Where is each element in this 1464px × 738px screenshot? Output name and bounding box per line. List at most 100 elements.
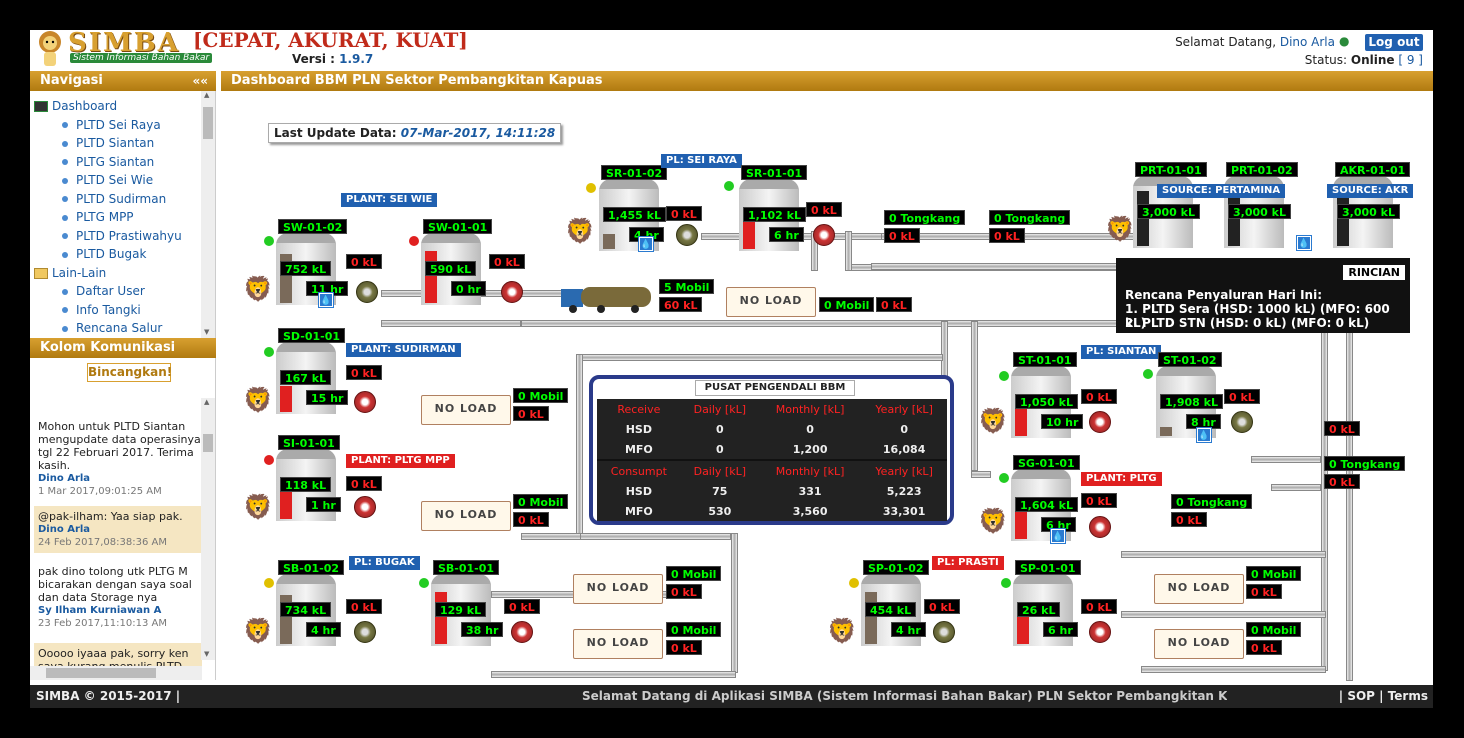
tank-name-label: ST-01-02 (1158, 352, 1222, 367)
nav-item-label: Rencana Salur (76, 321, 163, 335)
bullet-icon (62, 196, 68, 202)
bincangkan-button[interactable]: Bincangkan! (87, 363, 172, 382)
last-update: Last Update Data: 07-Mar-2017, 14:11:28 (268, 123, 562, 143)
logout-button[interactable]: Log out (1365, 34, 1423, 51)
tank-hours: 4 hr (306, 622, 341, 637)
nav-item[interactable]: Info Tangki (34, 301, 202, 320)
nav-item[interactable]: Rencana Salur (34, 319, 202, 338)
plant-label: PLANT: SEI WIE (341, 193, 438, 207)
pump-icon[interactable] (933, 621, 955, 643)
pump-icon[interactable] (356, 281, 378, 303)
user-name-link[interactable]: Dino Arla (1279, 35, 1335, 49)
nav-item[interactable]: PLTG Siantan (34, 153, 202, 172)
nav-item-label: Lain-Lain (52, 265, 107, 280)
komunikasi-scrollbar[interactable]: ▲▼ (201, 398, 215, 660)
nav-item-label: Daftar User (76, 284, 145, 298)
water-drop-icon: 💧 (638, 236, 654, 252)
nav-item[interactable]: Lain-Lain (34, 264, 202, 283)
status-count: [ 9 ] (1398, 53, 1423, 67)
pump-icon[interactable] (511, 621, 533, 643)
nav-item-label: Dashboard (52, 99, 118, 113)
pusat-consumpt-label: Consumpt (610, 464, 667, 478)
nav-item[interactable]: PLTG MPP (34, 208, 202, 227)
footer-marquee: Selamat Datang di Aplikasi SIMBA (Sistem… (582, 689, 1227, 703)
tank-name-label: PRT-01-01 (1135, 162, 1207, 177)
tank-volume: 1,102 kL (743, 207, 806, 222)
tank-name-label: SR-01-01 (741, 165, 808, 180)
status-red-indicator (409, 236, 419, 246)
rincian-button[interactable]: RINCIAN (1343, 265, 1405, 280)
nav-scrollbar[interactable]: ▲▼ (201, 91, 215, 338)
pump-icon[interactable] (1231, 411, 1253, 433)
pump-icon[interactable] (501, 281, 523, 303)
bullet-icon (62, 177, 68, 184)
komunikasi-hscrollbar[interactable] (30, 666, 202, 680)
pump-icon[interactable] (1089, 621, 1111, 643)
pipe (521, 533, 581, 540)
footer-links[interactable]: | SOP | Terms (1338, 689, 1428, 703)
nav-item[interactable]: Dashboard (34, 97, 202, 116)
pump-icon[interactable] (676, 224, 698, 246)
no-load-truck-slot: NO LOAD (573, 574, 663, 604)
mobil-kl: 0 kL (513, 512, 549, 527)
pipe (1141, 666, 1326, 673)
tank-name-label: ST-01-01 (1013, 352, 1077, 367)
chat-author[interactable]: Dino Arla (38, 473, 91, 484)
flow-value: 0 kL (666, 206, 702, 221)
chat-author[interactable]: Sy Ilham Kurniawan A (38, 605, 162, 616)
tank-level-fill (1015, 510, 1027, 539)
status-green-indicator (999, 371, 1009, 381)
nav-item[interactable]: PLTD Bugak (34, 245, 202, 264)
nav-item[interactable]: PLTD Prastiwahyu (34, 227, 202, 246)
nav-item-label: PLTD Siantan (76, 136, 155, 150)
tank-hours: 8 hr (1186, 414, 1221, 429)
pusat-col-daily: Daily [kL] (693, 464, 747, 478)
nav-item[interactable]: PLTD Sudirman (34, 190, 202, 209)
nav-item[interactable]: PLTD Siantan (34, 134, 202, 153)
tank-volume: 590 kL (425, 261, 477, 276)
pump-icon[interactable] (354, 621, 376, 643)
pump-icon[interactable] (1089, 516, 1111, 538)
flow-value: 0 kL (1081, 493, 1117, 508)
tank-level-fill (280, 487, 292, 519)
tank-level-fill (280, 386, 292, 412)
tank-hours: 4 hr (891, 622, 926, 637)
lion-mascot-icon: 🦁 (565, 217, 595, 245)
pipe (731, 533, 738, 673)
pipe (576, 354, 583, 534)
tongkang-kl: 0 kL (1171, 512, 1207, 527)
rincian-line: 1. PLTD Sera (HSD: 1000 kL) (MFO: 600 kL… (1125, 302, 1390, 330)
tank-volume: 1,050 kL (1015, 394, 1078, 409)
flow-value: 0 kL (1224, 389, 1260, 404)
pump-icon[interactable] (1089, 411, 1111, 433)
tank-level-fill (1160, 427, 1172, 436)
nav-item[interactable]: Daftar User (34, 282, 202, 301)
plant-label: PLANT: PLTG (1081, 472, 1162, 486)
collapse-nav-button[interactable]: «« (192, 74, 208, 88)
tank-level-fill (435, 592, 447, 644)
pump-icon[interactable] (813, 224, 835, 246)
pusat-col-monthly: Monthly [kL] (775, 402, 845, 416)
plant-label: PLANT: SUDIRMAN (346, 343, 461, 357)
tank-name-label: AKR-01-01 (1335, 162, 1411, 177)
nav-item-label: PLTG Siantan (76, 154, 155, 169)
header: SIMBA Sistem Informasi Bahan Bakar [CEPA… (30, 30, 1433, 70)
chat-message-text: mengupdate data operasinya (38, 433, 201, 446)
chat-author[interactable]: Dino Arla (38, 524, 91, 535)
komunikasi-header: Kolom Komunikasi (30, 338, 216, 358)
water-drop-icon: 💧 (1196, 427, 1212, 443)
tank-hours: 38 hr (461, 622, 504, 637)
mobil-kl: 0 kL (1246, 584, 1282, 599)
tank-volume: 167 kL (280, 370, 332, 385)
lion-mascot-icon: 🦁 (243, 617, 273, 645)
nav-item[interactable]: PLTD Sei Wie (34, 171, 202, 190)
tank-level-fill (1017, 612, 1029, 644)
lion-mascot-icon: 🦁 (978, 407, 1008, 435)
mobil-kl: 0 kL (1246, 640, 1282, 655)
pump-icon[interactable] (354, 391, 376, 413)
nav-item[interactable]: PLTD Sei Raya (34, 116, 202, 135)
pump-icon[interactable] (354, 496, 376, 518)
